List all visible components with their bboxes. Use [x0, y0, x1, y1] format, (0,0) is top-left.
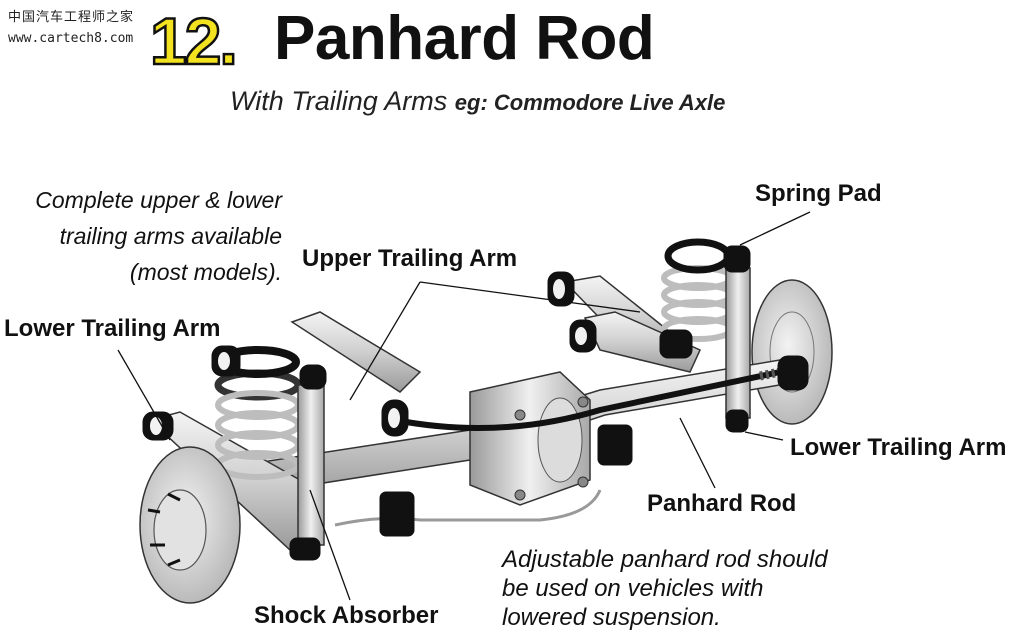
subtitle-example: eg: Commodore Live Axle [454, 90, 726, 115]
label-spring-pad: Spring Pad [755, 180, 882, 207]
panhard-rod [394, 369, 781, 431]
page-title: Panhard Rod [274, 4, 655, 73]
shock-absorber-right [725, 267, 751, 419]
label-upper-trailing-arm: Upper Trailing Arm [302, 245, 518, 272]
watermark-url: www.cartech8.com [8, 31, 134, 46]
page-subtitle: With Trailing Arms eg: Commodore Live Ax… [230, 86, 725, 117]
note-line: trailing arms available [59, 223, 282, 249]
note-line: Adjustable panhard rod should [502, 546, 828, 573]
brake-line [334, 489, 602, 527]
note-line: lowered suspension. [502, 604, 721, 631]
note-line: Complete upper & lower [35, 187, 282, 213]
label-panhard-rod: Panhard Rod [647, 490, 797, 517]
label-lower-trailing-arm-right: Lower Trailing Arm [790, 434, 1007, 461]
shock-absorber-left [297, 384, 325, 546]
watermark-site-name: 中国汽车工程师之家 [8, 10, 135, 25]
note-line: (most models). [129, 259, 282, 285]
label-shock-absorber: Shock Absorber [254, 602, 439, 629]
subtitle-main: With Trailing Arms [230, 86, 448, 116]
coil-spring-right [661, 238, 735, 342]
note-line: be used on vehicles with [502, 575, 764, 602]
brake-disc-right [751, 279, 833, 425]
section-number: 12. [149, 4, 239, 78]
trailing-arms-note: Complete upper & lower trailing arms ava… [35, 182, 282, 290]
upper-trailing-arm-left [290, 311, 422, 393]
label-lower-trailing-arm-left: Lower Trailing Arm [4, 315, 221, 342]
panhard-rod-note: Adjustable panhard rod should be used on… [502, 545, 828, 632]
